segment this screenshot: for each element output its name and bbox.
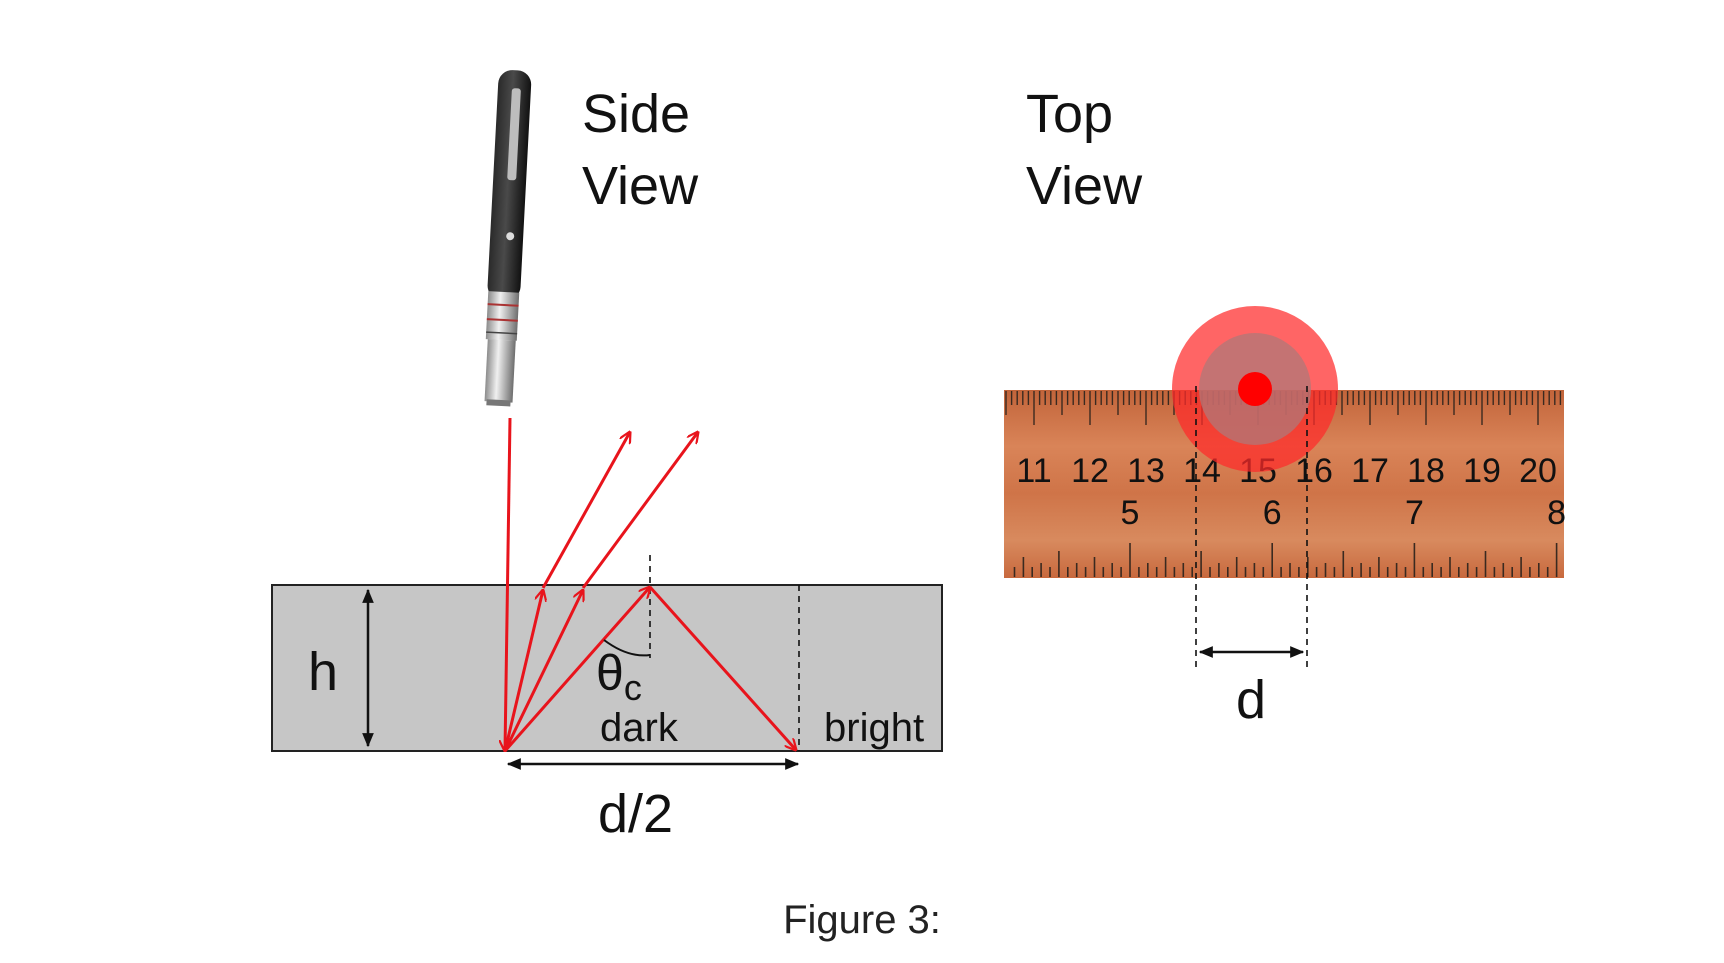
side-view-title-line2: View (582, 156, 699, 216)
half-d-label: d/2 (598, 784, 673, 844)
critical-angle-label: θc (596, 645, 642, 708)
refracted-ray-2 (581, 432, 698, 589)
side-view-title-line1: Side (582, 84, 690, 144)
theta-symbol: θ (596, 645, 624, 701)
ruler-cm-label: 16 (1295, 452, 1333, 490)
incident-ray (505, 417, 512, 751)
ruler-cm-label: 19 (1463, 452, 1501, 490)
laser-rays (503, 417, 796, 752)
critical-angle-arc (603, 639, 651, 657)
top-view-title-line1: Top (1026, 84, 1113, 144)
ruler-bottom-ticks (1013, 543, 1558, 577)
top-view-title-line2: View (1026, 156, 1143, 216)
spot-center (1238, 372, 1272, 406)
refracted-ray-1 (541, 432, 630, 589)
laser-spot (1172, 306, 1338, 472)
reflected-ray (648, 585, 796, 750)
ruler-cm-label: 18 (1407, 452, 1445, 490)
internal-ray-2 (503, 590, 583, 752)
ruler-cm-label: 17 (1351, 452, 1389, 490)
theta-subscript: c (624, 667, 642, 708)
ruler-inch-label: 5 (1121, 494, 1140, 532)
ruler-cm-label: 12 (1071, 452, 1109, 490)
ruler-cm-label: 11 (1016, 452, 1051, 490)
internal-ray-1 (503, 590, 543, 752)
ruler-inch-label: 6 (1263, 494, 1282, 532)
bright-label: bright (824, 706, 924, 750)
internal-ray-critical (503, 587, 650, 752)
side-view: Side View (271, 70, 943, 844)
glass-slab (271, 584, 943, 752)
figure-caption: Figure 3: (783, 898, 941, 942)
ruler-cm-label: 20 (1519, 452, 1557, 490)
d-label: d (1236, 670, 1266, 730)
laser-pointer-image (484, 70, 532, 407)
dark-label: dark (600, 706, 679, 750)
height-label: h (308, 642, 338, 702)
ruler-inch-label: 8 (1547, 494, 1566, 532)
ruler-inch-labels: 5 6 7 8 (1121, 494, 1567, 532)
ruler-cm-label: 13 (1127, 452, 1165, 490)
ruler-inch-label: 7 (1405, 494, 1424, 532)
